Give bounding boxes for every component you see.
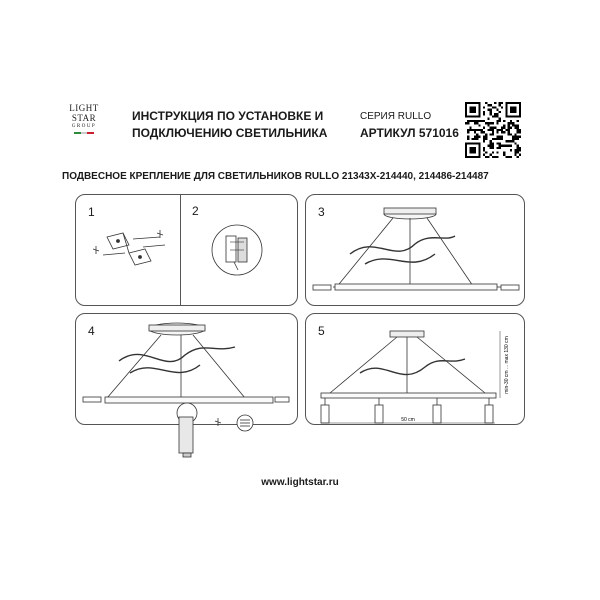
step-5-number: 5: [318, 324, 325, 338]
step-4-number: 4: [88, 324, 95, 338]
article-label: АРТИКУЛ 571016: [360, 126, 459, 140]
step-4-illustration: [82, 322, 290, 458]
qr-code: [465, 102, 521, 158]
panel-divider: [180, 194, 181, 306]
logo-line-1: LIGHT: [69, 103, 99, 113]
document-title: ИНСТРУКЦИЯ ПО УСТАНОВКЕ И ПОДКЛЮЧЕНИЮ СВ…: [132, 108, 342, 142]
width-dimension-label: 50 cm: [401, 417, 415, 423]
step-3-panel: 3: [305, 194, 525, 306]
product-meta: СЕРИЯ RULLO АРТИКУЛ 571016: [360, 108, 459, 142]
step-3-illustration: [312, 207, 520, 291]
step-1-panel: 1: [75, 194, 298, 306]
step-2-number: 2: [192, 204, 199, 218]
lightstar-logo: LIGHT STAR GROUP: [62, 103, 106, 155]
logo-flag: [74, 132, 95, 134]
title-line-1: ИНСТРУКЦИЯ ПО УСТАНОВКЕ И: [132, 109, 324, 123]
logo-line-3: GROUP: [71, 124, 97, 129]
step-5-dimension-illustration: 50 cm min-30 cm ... max 130 cm: [320, 330, 510, 424]
mounting-bracket-illustration: [92, 230, 166, 266]
step-5-panel: 5: [305, 313, 525, 425]
terminal-block-illustration: [211, 224, 263, 276]
series-label: СЕРИЯ RULLO: [360, 111, 432, 122]
website-url[interactable]: www.lightstar.ru: [261, 477, 339, 488]
logo-line-2: STAR: [71, 113, 97, 123]
step-1-number: 1: [88, 205, 95, 219]
subtitle: ПОДВЕСНОЕ КРЕПЛЕНИЕ ДЛЯ СВЕТИЛЬНИКОВ RUL…: [62, 171, 489, 182]
step-3-number: 3: [318, 205, 325, 219]
title-line-2: ПОДКЛЮЧЕНИЮ СВЕТИЛЬНИКА: [132, 126, 328, 140]
height-dimension-label: min-30 cm ... max 130 cm: [504, 336, 510, 394]
